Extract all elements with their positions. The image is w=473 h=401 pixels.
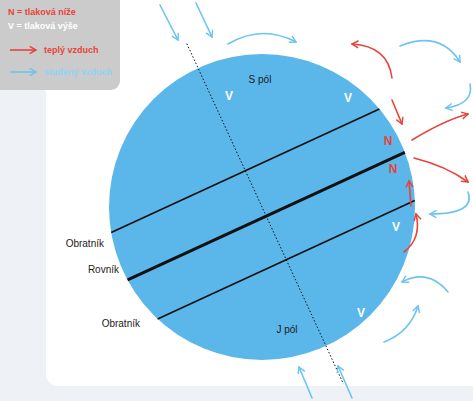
legend-panel	[0, 0, 120, 90]
cold-air-arrow	[196, 3, 212, 37]
cold-air-arrow	[446, 84, 471, 108]
pressure-label: N	[384, 135, 393, 149]
legend-text: studený vzduch	[44, 67, 112, 77]
latitude-label: Rovník	[88, 264, 119, 276]
pressure-label: V	[357, 307, 365, 321]
tropic-line	[158, 201, 415, 319]
warm-air-arrow	[352, 44, 392, 78]
tropic-line	[111, 109, 379, 232]
cold-air-arrow	[430, 192, 469, 214]
pressure-label: V	[344, 92, 352, 106]
earth-axis	[187, 44, 344, 385]
warm-air-arrow	[414, 158, 468, 182]
legend-cold-arrow	[10, 71, 36, 73]
warm-air-arrow	[412, 114, 468, 140]
legend-text: N = tlaková níže	[8, 7, 76, 17]
cold-air-arrow	[384, 306, 418, 342]
cold-air-arrow	[160, 5, 178, 40]
cold-air-arrow	[402, 277, 448, 292]
legend-text: teplý vzduch	[44, 45, 99, 55]
pole-label: S pól	[249, 74, 272, 86]
warm-air-arrow	[392, 100, 402, 124]
cold-air-arrow	[299, 367, 312, 398]
pressure-label: V	[392, 221, 400, 235]
warm-air-arrow	[404, 214, 418, 252]
cold-air-arrow	[338, 366, 352, 398]
warm-air-arrow	[409, 181, 411, 206]
latitude-label: Obratník	[66, 238, 104, 250]
cold-air-arrow	[228, 33, 296, 44]
cold-air-arrow	[400, 41, 460, 62]
pressure-label: V	[225, 90, 233, 104]
legend-warm-arrow	[10, 49, 36, 51]
pressure-label: N	[389, 163, 398, 177]
pole-label: J pól	[276, 324, 297, 336]
legend-text: V = tlaková výše	[8, 21, 78, 31]
latitude-label: Obratník	[102, 318, 140, 330]
